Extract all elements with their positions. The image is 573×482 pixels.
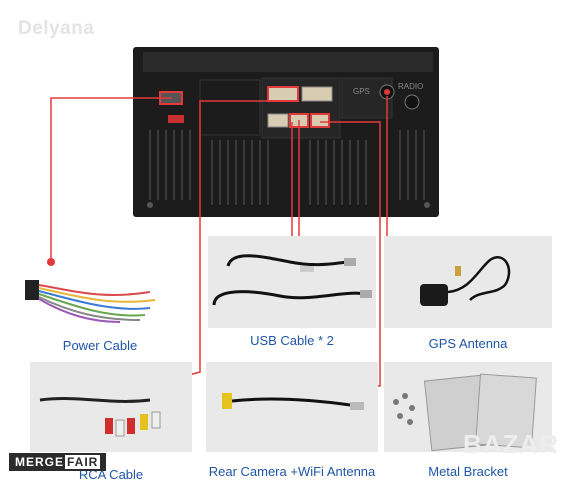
- label-power-cable: Power Cable: [62, 338, 138, 353]
- watermark-delyana: Delyana: [18, 18, 95, 39]
- badge-fair-text: FAIR: [65, 455, 101, 469]
- label-usb-cable: USB Cable * 2: [250, 333, 334, 348]
- usb-cable-panel: [208, 236, 376, 328]
- badge-merge-text: MERGE: [15, 455, 65, 469]
- rear-camera-panel: [206, 362, 378, 452]
- radio-port-label: RADIO: [398, 82, 424, 91]
- label-metal-bracket: Metal Bracket: [428, 464, 508, 479]
- label-rear-camera: Rear Camera +WiFi Antenna: [208, 464, 376, 479]
- gps-port-label: GPS: [353, 87, 370, 96]
- rca-cable-panel: [30, 362, 192, 452]
- watermark-bazar: BAZAR: [463, 429, 559, 459]
- label-gps-antenna: GPS Antenna: [428, 336, 508, 351]
